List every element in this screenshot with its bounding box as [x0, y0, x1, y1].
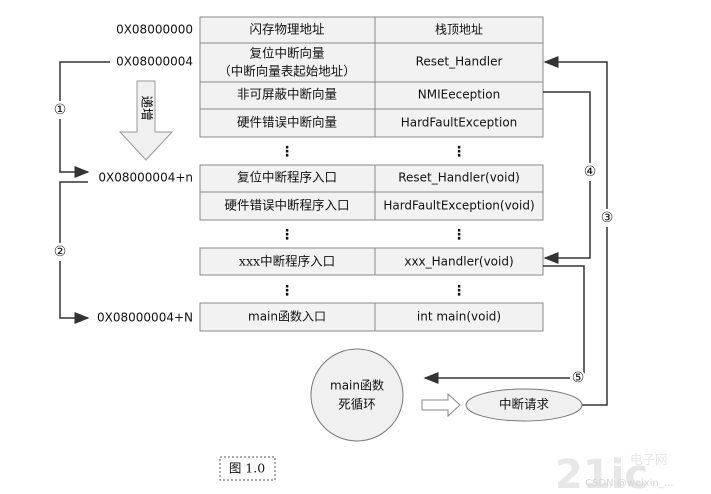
address-4-plus-N: 0X08000004+N: [97, 311, 193, 325]
address-4: 0X08000004: [116, 55, 193, 69]
cell-nmi: NMIEeception: [418, 88, 500, 102]
step-1-label: ①: [54, 102, 67, 118]
cell-reset-handler-fn: Reset_Handler(void): [398, 171, 520, 185]
cell-reset-handler: Reset_Handler: [416, 55, 503, 69]
ellipsis: ⋮: [452, 227, 466, 243]
main-loop-line2: 死循环: [338, 397, 376, 412]
step-5-arrow: [423, 265, 585, 384]
address-4-plus-n: 0X08000004+n: [98, 171, 193, 185]
figure-label-box: [219, 456, 276, 481]
step-3-arrow: [543, 56, 608, 406]
ellipsis: ⋮: [280, 227, 294, 243]
svg-text:21ic: 21ic: [555, 452, 648, 494]
cell-main-entry: main函数入口: [248, 309, 326, 324]
cell-hardfault: HardFaultException: [401, 116, 518, 130]
svg-text:电子网: 电子网: [630, 452, 668, 467]
cell-hardfault-fn: HardFaultException(void): [383, 199, 534, 213]
cell-reset-vector-note: （中断向量表起始地址）: [218, 64, 356, 79]
main-loop-line1: main函数: [330, 378, 384, 393]
cell-reset-vector: 复位中断向量: [249, 46, 324, 61]
handler-table: 复位中断程序入口 Reset_Handler(void) 硬件错误中断程序入口 …: [199, 164, 544, 221]
address-0: 0X08000000: [116, 23, 193, 37]
cell-main-fn: int main(void): [417, 310, 501, 324]
ellipsis: ⋮: [452, 144, 466, 160]
cell-flash-address: 闪存物理地址: [249, 22, 325, 37]
ellipsis: ⋮: [280, 283, 294, 299]
cell-nmi-vector: 非可屏蔽中断向量: [237, 87, 337, 102]
cell-hardfault-vector: 硬件错误中断向量: [237, 115, 337, 130]
hollow-arrow-icon: [421, 392, 461, 418]
watermark: 21ic 电子网 CSDN @weixin_...: [555, 452, 673, 494]
ellipsis: ⋮: [280, 144, 294, 160]
main-loop-circle: [310, 348, 404, 442]
vector-table: 闪存物理地址 栈顶地址 复位中断向量 （中断向量表起始地址） Reset_Han…: [199, 16, 544, 138]
cell-reset-entry: 复位中断程序入口: [237, 170, 337, 185]
cell-stack-top: 栈顶地址: [435, 22, 483, 37]
figure-label: 图 1.0: [229, 461, 265, 476]
ellipsis: ⋮: [452, 283, 466, 299]
cell-xxx-entry: xxx中断程序入口: [239, 254, 335, 269]
interrupt-request-label: 中断请求: [499, 397, 550, 412]
svg-text:CSDN @weixin_...: CSDN @weixin_...: [585, 478, 673, 489]
cell-hardfault-entry: 硬件错误中断程序入口: [224, 198, 349, 213]
cell-xxx-handler: xxx_Handler(void): [404, 255, 513, 269]
increase-label: 递增: [140, 95, 155, 120]
increase-arrow-icon: [118, 80, 174, 161]
step-2-label: ②: [54, 244, 67, 260]
step-4-label: ④: [584, 164, 597, 180]
step-5-label: ⑤: [572, 370, 585, 386]
interrupt-request-ellipse: [465, 388, 583, 422]
step-3-label: ③: [601, 210, 614, 226]
